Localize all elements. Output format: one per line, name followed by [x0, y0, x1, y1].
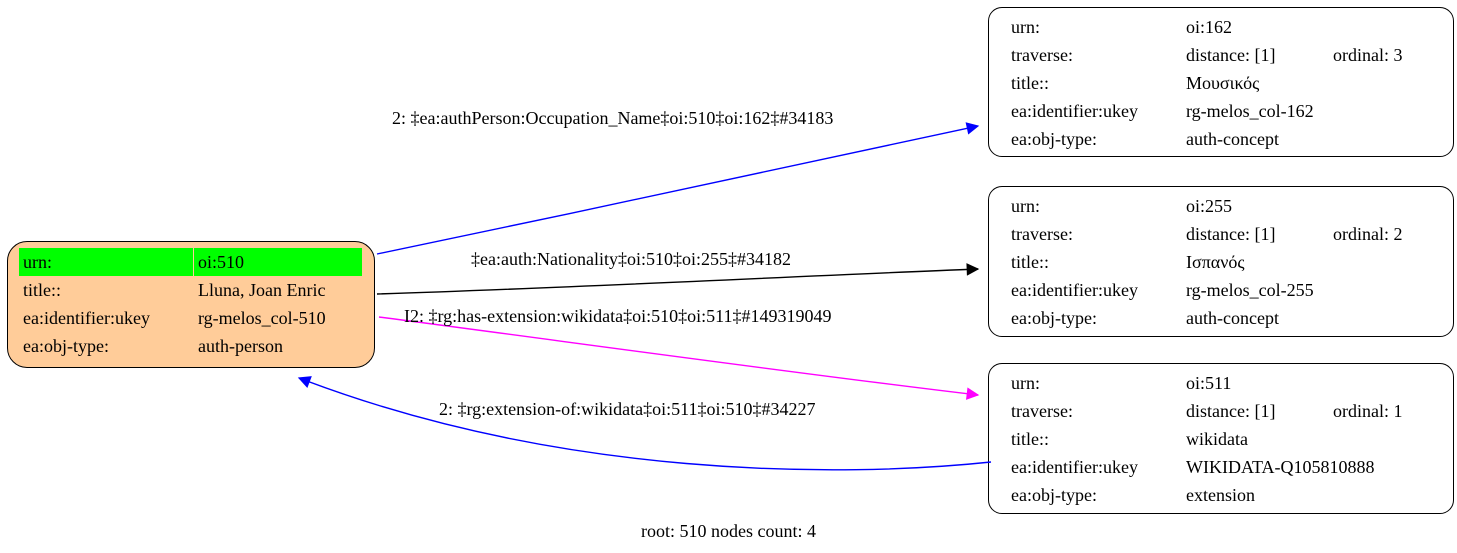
field-label-objtype: ea:obj-type: — [1011, 485, 1097, 505]
field-value-identifier: rg-melos_col-510 — [198, 308, 326, 328]
field-value-objtype: extension — [1186, 485, 1255, 505]
graph-node-root-oi-510[interactable]: urn:oi:510 title::Lluna, Joan Enric ea:i… — [7, 241, 375, 368]
field-value-urn: oi:255 — [1186, 196, 1233, 216]
node-row-identifier: ea:identifier:ukey rg-melos_col-162 — [1011, 97, 1445, 125]
node-row-urn: urn: oi:255 — [1011, 192, 1445, 220]
field-value-identifier: rg-melos_col-255 — [1186, 280, 1314, 300]
node-row-identifier: ea:identifier:ukey rg-melos_col-255 — [1011, 276, 1445, 304]
traverse-ordinal: ordinal: 3 — [1333, 45, 1403, 65]
field-label-identifier: ea:identifier:ukey — [1011, 280, 1138, 300]
edge-label-has-extension: I2: ‡rg:has-extension:wikidata‡oi:510‡oi… — [404, 306, 832, 326]
field-value-title: Μουσικός — [1186, 73, 1260, 93]
edge-label-nationality: ‡ea:auth:Nationality‡oi:510‡oi:255‡#3418… — [471, 249, 791, 269]
node-row-urn: urn: oi:162 — [1011, 13, 1445, 41]
node-row-objtype: ea:obj-type: extension — [1011, 481, 1445, 509]
traverse-distance: distance: [1] — [1186, 45, 1276, 65]
node-row-title: title::Μουσικός — [1011, 69, 1445, 97]
field-label-objtype: ea:obj-type: — [1011, 308, 1097, 328]
node-row-urn: urn:oi:510 — [19, 248, 362, 276]
field-value-urn: oi:162 — [1186, 17, 1233, 37]
node-row-title: title::Lluna, Joan Enric — [19, 276, 362, 304]
field-value-objtype: auth-person — [198, 336, 283, 356]
field-value-traverse: distance: [1] ordinal: 1 — [1186, 397, 1445, 425]
field-label-urn: urn: — [19, 248, 193, 276]
field-label-title: title:: — [23, 280, 61, 300]
field-label-traverse: traverse: — [1011, 224, 1073, 244]
node-row-identifier: ea:identifier:ukey rg-melos_col-510 — [19, 304, 362, 332]
field-label-urn: urn: — [1011, 196, 1040, 216]
edge-has-extension — [378, 316, 980, 400]
field-label-identifier: ea:identifier:ukey — [23, 308, 150, 328]
field-label-title: title:: — [1011, 252, 1049, 272]
field-value-title: Lluna, Joan Enric — [198, 280, 326, 300]
field-value-title: wikidata — [1186, 429, 1248, 449]
graph-caption: root: 510 nodes count: 4 — [641, 521, 816, 541]
node-row-traverse: traverse: distance: [1] ordinal: 2 — [1011, 220, 1445, 248]
field-value-identifier: WIKIDATA-Q105810888 — [1186, 457, 1375, 477]
node-row-title: title::wikidata — [1011, 425, 1445, 453]
field-label-traverse: traverse: — [1011, 401, 1073, 421]
node-row-objtype: ea:obj-type: auth-person — [19, 332, 362, 360]
field-label-urn: urn: — [1011, 373, 1040, 393]
field-value-urn: oi:511 — [1186, 373, 1232, 393]
field-value-identifier: rg-melos_col-162 — [1186, 101, 1314, 121]
field-label-title: title:: — [1011, 429, 1049, 449]
node-row-traverse: traverse: distance: [1] ordinal: 3 — [1011, 41, 1445, 69]
graph-node-oi-511[interactable]: urn: oi:511 traverse: distance: [1] ordinal… — [988, 363, 1454, 514]
traverse-distance: distance: [1] — [1186, 401, 1276, 421]
edge-label-occupation-name: 2: ‡ea:authPerson:Occupation_Name‡oi:510… — [392, 108, 834, 128]
field-value-traverse: distance: [1] ordinal: 3 — [1186, 41, 1445, 69]
node-row-objtype: ea:obj-type: auth-concept — [1011, 304, 1445, 332]
edge-label-extension-of: 2: ‡rg:extension-of:wikidata‡oi:511‡oi:5… — [439, 399, 816, 419]
field-value-title: Ισπανός — [1186, 252, 1245, 272]
field-label-objtype: ea:obj-type: — [1011, 129, 1097, 149]
node-row-objtype: ea:obj-type: auth-concept — [1011, 125, 1445, 153]
node-row-title: title::Ισπανός — [1011, 248, 1445, 276]
edge-nationality — [376, 263, 980, 295]
field-label-identifier: ea:identifier:ukey — [1011, 101, 1138, 121]
node-row-traverse: traverse: distance: [1] ordinal: 1 — [1011, 397, 1445, 425]
edge-extension-of — [297, 376, 992, 471]
graph-node-oi-162[interactable]: urn: oi:162 traverse: distance: [1] ordinal… — [988, 7, 1454, 157]
field-value-traverse: distance: [1] ordinal: 2 — [1186, 220, 1445, 248]
node-row-identifier: ea:identifier:ukey WIKIDATA-Q105810888 — [1011, 453, 1445, 481]
node-row-urn: urn: oi:511 — [1011, 369, 1445, 397]
field-value-objtype: auth-concept — [1186, 308, 1279, 328]
field-label-objtype: ea:obj-type: — [23, 336, 109, 356]
field-label-urn: urn: — [1011, 17, 1040, 37]
edge-occupation-name — [376, 122, 980, 255]
field-label-traverse: traverse: — [1011, 45, 1073, 65]
field-label-identifier: ea:identifier:ukey — [1011, 457, 1138, 477]
field-value-urn: oi:510 — [194, 248, 362, 276]
traverse-ordinal: ordinal: 1 — [1333, 401, 1403, 421]
field-label-title: title:: — [1011, 73, 1049, 93]
field-value-objtype: auth-concept — [1186, 129, 1279, 149]
graph-node-oi-255[interactable]: urn: oi:255 traverse: distance: [1] ordinal… — [988, 186, 1454, 337]
traverse-ordinal: ordinal: 2 — [1333, 224, 1403, 244]
traverse-distance: distance: [1] — [1186, 224, 1276, 244]
